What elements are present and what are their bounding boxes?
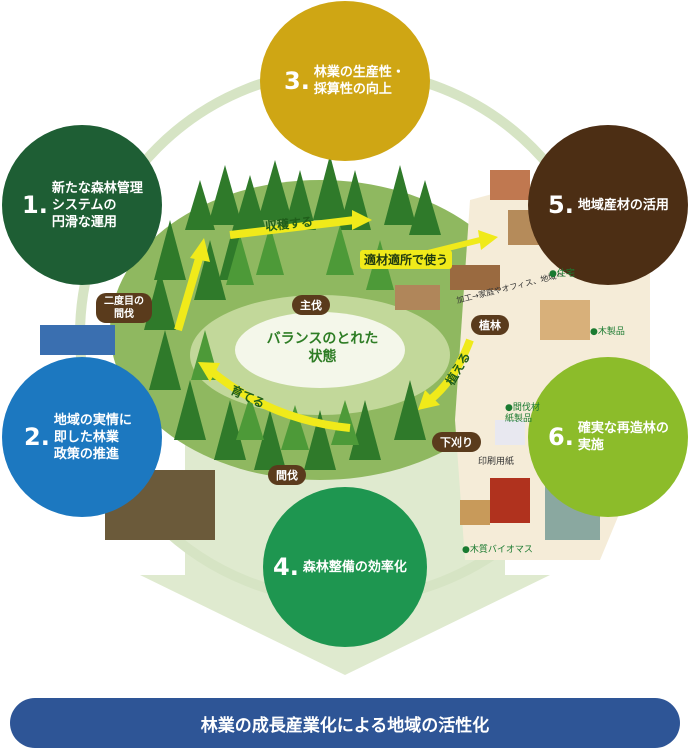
biomass-illustration (460, 500, 490, 525)
paper-roll-illustration (495, 420, 525, 445)
plant-arrowhead (418, 390, 440, 410)
goal-text: 確実な再造林の 実施 (577, 421, 669, 453)
wood-products-label: ●木製品 (590, 327, 625, 337)
stove-illustration (490, 478, 530, 523)
goal-text: 新たな森林管理 システムの 円滑な運用 (51, 180, 143, 230)
banner-text: 林業の成長産業化による地域の活性化 (200, 715, 490, 736)
thin-arrow (174, 253, 204, 332)
biomass-label: ●木質バイオマス (462, 545, 533, 555)
thinning-tag: 間伐 (268, 465, 306, 485)
bottom-banner: 林業の成長産業化による地域の活性化 (10, 698, 680, 748)
goal-text: 地域の実情に 即した林業 政策の推進 (53, 412, 132, 462)
final-cutting-tag: 主伐 (292, 295, 330, 315)
log-pile-illustration (395, 285, 440, 310)
school-illustration (490, 170, 530, 200)
harvest-arrow (229, 216, 356, 239)
planting-tag: 植林 (471, 315, 509, 335)
grow-arrow (207, 366, 351, 432)
use-label: 適材適所で使う (360, 250, 453, 269)
cycle-center-text: バランスのとれた 状態 (266, 331, 379, 365)
goal-text: 地域産材の活用 (577, 197, 669, 213)
goal-text: 林業の生産性・ 採算性の向上 (313, 65, 405, 97)
goal-number: 1. (22, 191, 48, 219)
tree-cluster (144, 155, 441, 470)
goal-circle-2: 2. 地域の実情に 即した林業 政策の推進 (2, 357, 162, 517)
printing-paper-label: 印刷用紙 (478, 457, 515, 467)
housing-label: ●住宅 (549, 269, 575, 279)
goal-number: 6. (548, 423, 574, 451)
use-arrowhead (478, 230, 498, 250)
tree-cluster-light (191, 225, 394, 450)
goal-circle-5: 5. 地域産材の活用 (528, 125, 688, 285)
goal-number: 5. (548, 191, 574, 219)
weeding-tag: 下刈り (432, 432, 481, 452)
truck-illustration (40, 325, 115, 355)
goal-circle-1: 1. 新たな森林管理 システムの 円滑な運用 (2, 125, 162, 285)
background-graphics (40, 65, 650, 675)
thin-arrowhead (190, 238, 210, 262)
goal-number: 4. (273, 553, 299, 581)
goal-number: 2. (24, 423, 50, 451)
center-field (235, 312, 405, 388)
grow-arrowhead (198, 362, 220, 382)
goal-text: 森林整備の効率化 (302, 559, 407, 575)
thinned-paper-label: ●間伐材 紙製品 (505, 403, 540, 424)
goal-number: 3. (284, 67, 310, 95)
harvest-arrowhead (352, 210, 372, 230)
logs-truck-illustration (450, 265, 500, 290)
plant-arrow (427, 338, 474, 404)
goal-circle-3: 3. 林業の生産性・ 採算性の向上 (260, 1, 430, 161)
second-thinning-tag: 二度目の 間伐 (96, 293, 152, 323)
wood-furniture-illustration (540, 300, 590, 340)
goal-circle-6: 6. 確実な再造林の 実施 (528, 357, 688, 517)
goal-circle-4: 4. 森林整備の効率化 (263, 487, 427, 647)
